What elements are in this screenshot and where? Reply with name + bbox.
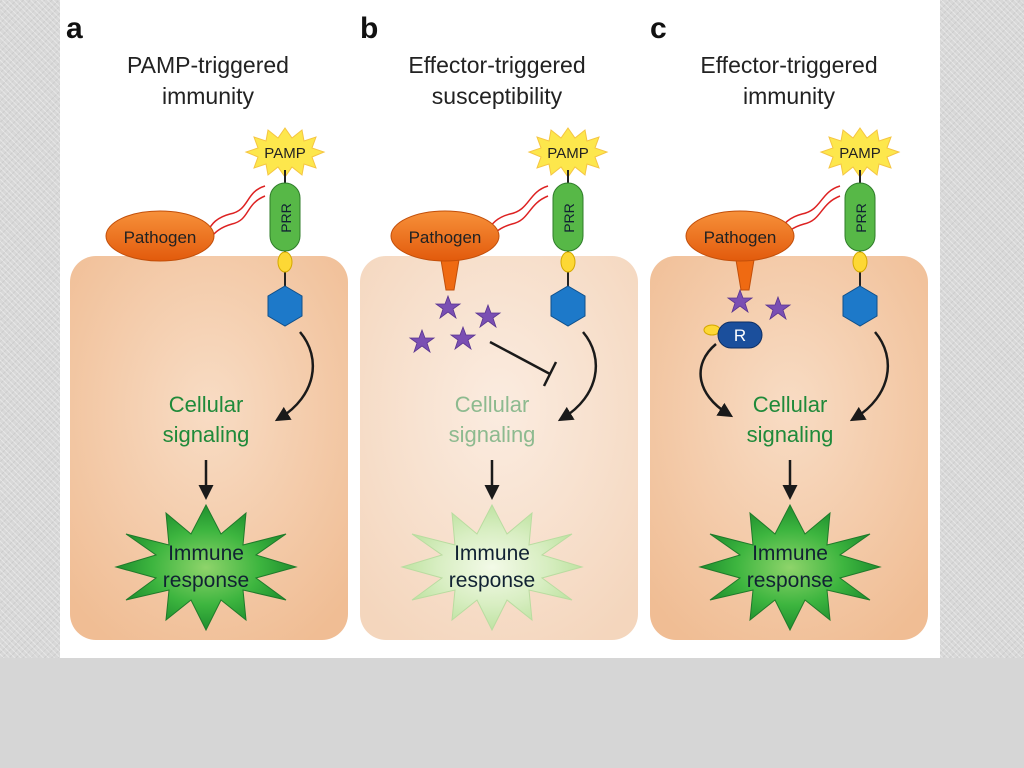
panel-title-line1: Effector-triggered [700, 52, 877, 78]
wavy-line [209, 195, 266, 239]
kinase-hexagon [842, 285, 878, 327]
prr-receptor [844, 182, 876, 252]
adaptor-ellipse [277, 251, 293, 273]
prr-label: PRR [278, 203, 294, 233]
pamp-label: PAMP [547, 145, 588, 162]
immunity-diagram: a PAMP-triggered immunity PAMP PRR Patho… [66, 12, 928, 640]
r-protein-label: R [734, 326, 746, 345]
adaptor-ellipse [560, 251, 576, 273]
effector-star [474, 303, 502, 329]
panel-c: c Effector-triggered immunity PAMP PRR P… [650, 12, 928, 640]
effector-star [726, 288, 754, 314]
response-line1: Immune [168, 542, 244, 565]
prr-label: PRR [561, 203, 577, 233]
response-line2: response [163, 569, 249, 592]
r-protein [717, 321, 763, 349]
pamp-label: PAMP [839, 145, 880, 162]
panel-title-line1: Effector-triggered [408, 52, 585, 78]
immune-response-burst [400, 503, 584, 632]
panel-title-line2: susceptibility [432, 83, 563, 109]
panel-b: b Effector-triggered susceptibility PAMP… [360, 12, 638, 640]
panel-title-line2: immunity [162, 83, 255, 109]
immune-response-burst [698, 503, 882, 632]
panel-letter: a [66, 12, 83, 45]
pathogen-label: Pathogen [124, 228, 197, 247]
background-bottom [0, 658, 1024, 768]
pathogen [390, 210, 500, 262]
effector-star [764, 295, 792, 321]
response-line2: response [747, 569, 833, 592]
effector-star [449, 325, 477, 351]
kinase-hexagon [550, 285, 586, 327]
signaling-arrow [849, 331, 890, 422]
prr-receptor [269, 182, 301, 252]
signaling-line1: Cellular [169, 392, 244, 417]
wavy-line [487, 185, 549, 233]
kinase-hexagon [267, 285, 303, 327]
response-line2: response [449, 569, 535, 592]
effector-star [434, 294, 462, 320]
immunity-figure: a PAMP-triggered immunity PAMP PRR Patho… [60, 0, 940, 658]
r-signaling-arrow [699, 343, 734, 418]
response-line1: Immune [752, 542, 828, 565]
pathogen [685, 210, 795, 262]
signaling-line2: signaling [449, 422, 536, 447]
inhibition-line [489, 340, 551, 376]
immune-response-burst [114, 503, 298, 632]
signaling-arrow [274, 331, 315, 422]
prr-receptor [552, 182, 584, 252]
inhibition-bar [542, 361, 558, 387]
panel-title-line1: PAMP-triggered [127, 52, 289, 78]
signaling-line2: signaling [747, 422, 834, 447]
adaptor-ellipse [852, 251, 868, 273]
signaling-line1: Cellular [753, 392, 828, 417]
response-line1: Immune [454, 542, 530, 565]
prr-label: PRR [853, 203, 869, 233]
pathogen-label: Pathogen [409, 228, 482, 247]
effector-star [408, 328, 436, 354]
wavy-line [207, 185, 266, 233]
panel-letter: c [650, 12, 667, 45]
pathogen-label: Pathogen [704, 228, 777, 247]
signaling-arrow [557, 331, 598, 422]
pamp-label: PAMP [264, 145, 305, 162]
pathogen [105, 210, 215, 262]
panel-a: a PAMP-triggered immunity PAMP PRR Patho… [66, 12, 348, 640]
signaling-line2: signaling [163, 422, 250, 447]
signaling-line1: Cellular [455, 392, 530, 417]
host-cell [650, 256, 928, 640]
panel-title-line2: immunity [743, 83, 836, 109]
panel-letter: b [360, 12, 378, 45]
